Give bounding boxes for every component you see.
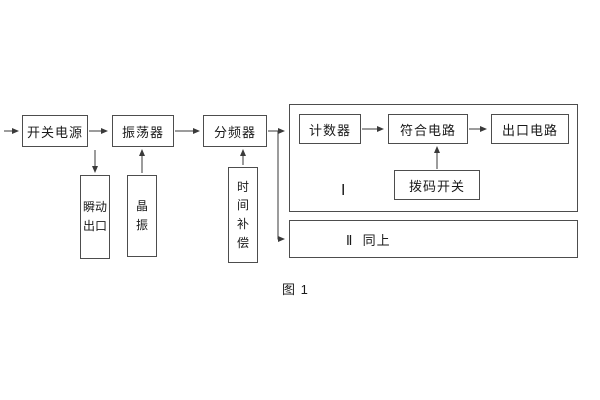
node-frequency-divider: 分频器 — [203, 115, 267, 147]
node-time-compensation: 时 间 补 偿 — [228, 167, 258, 263]
group-2-label: Ⅱ 同上 — [346, 232, 391, 248]
wire-divider-to-group2 — [277, 131, 285, 242]
node-instant-output: 瞬动 出口 — [80, 175, 110, 259]
group-1-frame — [289, 104, 578, 212]
node-output-circuit: 出口电路 — [491, 114, 569, 144]
group-1-label: Ⅰ — [341, 182, 346, 199]
group-2-frame: Ⅱ 同上 — [289, 220, 578, 258]
node-oscillator: 振荡器 — [112, 115, 174, 147]
figure-caption: 图 1 — [282, 282, 309, 297]
node-coincidence-circuit: 符合电路 — [388, 114, 468, 144]
node-counter: 计数器 — [299, 114, 361, 144]
node-dip-switch: 拨码开关 — [394, 170, 480, 200]
node-power-supply: 开关电源 — [22, 115, 88, 147]
node-crystal-oscillator: 晶 振 — [127, 175, 157, 257]
